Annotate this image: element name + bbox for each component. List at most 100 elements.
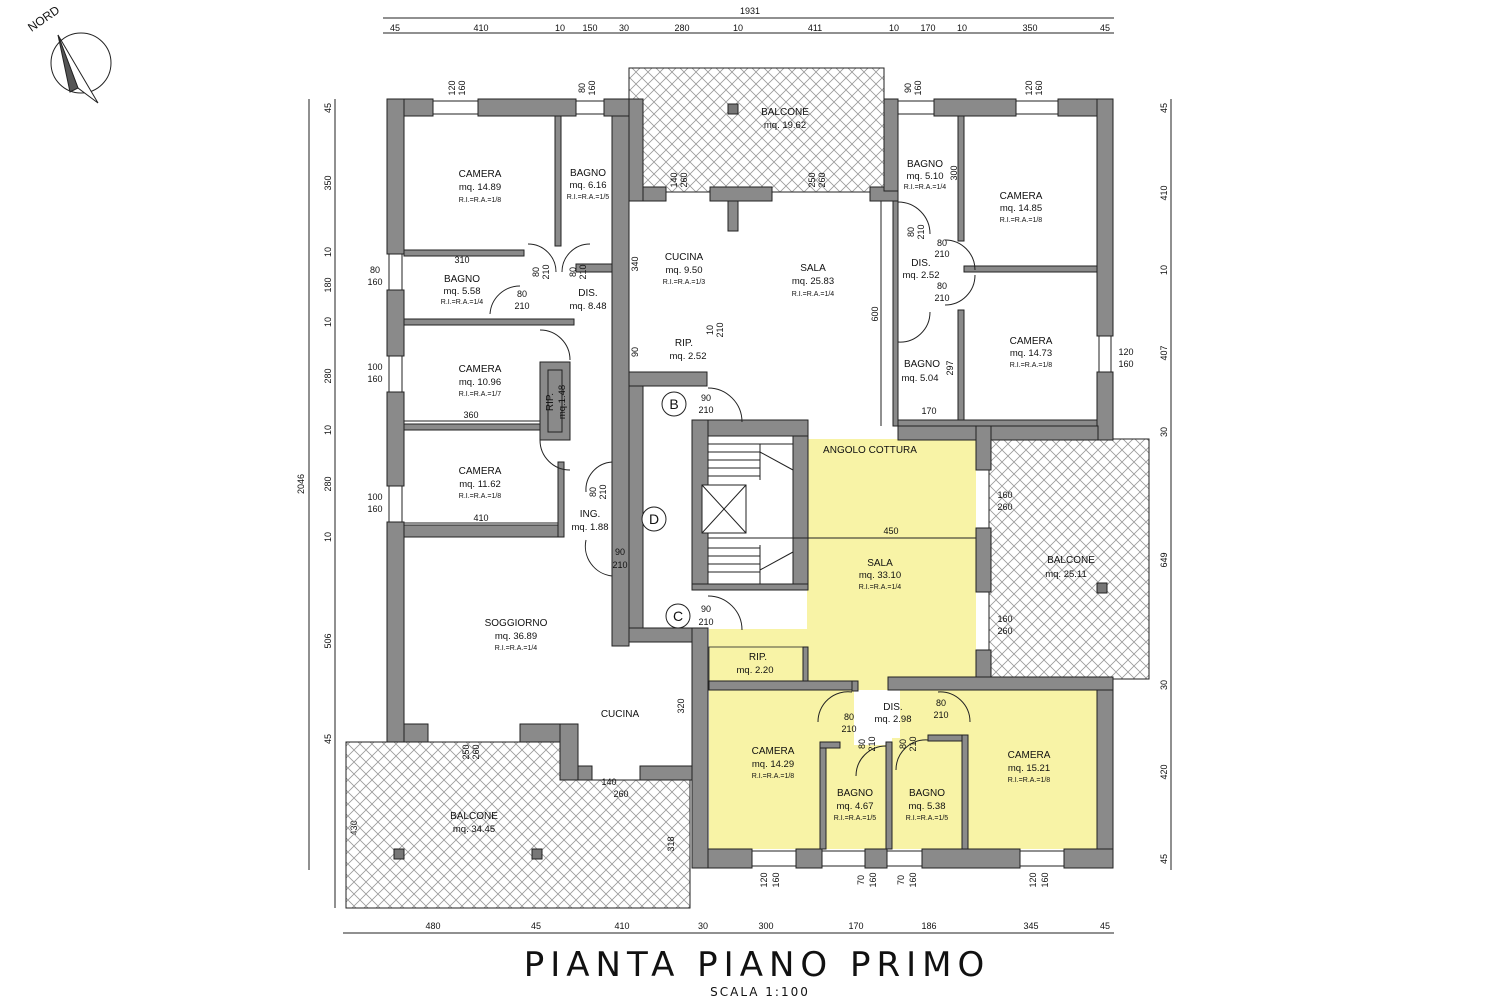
svg-text:186: 186 — [921, 921, 936, 931]
svg-text:BAGNO: BAGNO — [570, 168, 606, 179]
svg-text:120: 120 — [1028, 872, 1038, 887]
svg-text:mq.1.48: mq.1.48 — [557, 385, 568, 419]
svg-text:80: 80 — [568, 267, 578, 277]
svg-text:mq. 2.52: mq. 2.52 — [903, 270, 940, 281]
svg-text:10: 10 — [555, 23, 565, 33]
svg-text:160: 160 — [1118, 359, 1133, 369]
svg-text:mq. 2.52: mq. 2.52 — [670, 351, 707, 362]
inner-dimensions: 310 360 410 340 90 600 297 170 450 320 3… — [404, 165, 976, 852]
svg-text:150: 150 — [582, 23, 597, 33]
svg-text:80: 80 — [937, 281, 947, 291]
marker-b: B — [669, 396, 678, 412]
balcone-south-area — [345, 737, 691, 909]
svg-text:120: 120 — [759, 872, 769, 887]
plan-title: PIANTA PIANO PRIMO — [524, 945, 990, 985]
svg-text:506: 506 — [323, 633, 333, 648]
svg-text:mq. 2.98: mq. 2.98 — [875, 714, 912, 725]
svg-text:BALCONE: BALCONE — [450, 811, 498, 822]
svg-text:320: 320 — [676, 698, 686, 713]
svg-text:210: 210 — [867, 736, 877, 751]
svg-text:70: 70 — [896, 875, 906, 885]
svg-text:411: 411 — [808, 23, 822, 33]
svg-text:407: 407 — [1159, 345, 1169, 360]
svg-text:10: 10 — [733, 23, 743, 33]
svg-text:mq. 14.85: mq. 14.85 — [1000, 203, 1042, 214]
svg-text:45: 45 — [1100, 921, 1110, 931]
svg-text:170: 170 — [848, 921, 863, 931]
svg-text:80: 80 — [857, 739, 867, 749]
windows — [388, 100, 1112, 867]
svg-text:R.I.=R.A.=1/3: R.I.=R.A.=1/3 — [663, 279, 706, 286]
svg-text:SOGGIORNO: SOGGIORNO — [485, 618, 548, 629]
svg-text:BALCONE: BALCONE — [761, 107, 809, 118]
svg-text:mq. 11.62: mq. 11.62 — [459, 479, 501, 490]
svg-text:80: 80 — [937, 238, 947, 248]
svg-text:mq. 14.73: mq. 14.73 — [1010, 348, 1052, 359]
svg-text:10: 10 — [889, 23, 899, 33]
svg-text:210: 210 — [698, 405, 713, 415]
svg-text:10: 10 — [323, 247, 333, 257]
svg-text:120: 120 — [1118, 347, 1133, 357]
svg-text:30: 30 — [1159, 680, 1169, 690]
svg-text:170: 170 — [920, 23, 935, 33]
svg-text:160: 160 — [367, 374, 382, 384]
svg-text:10: 10 — [957, 23, 967, 33]
svg-text:160: 160 — [457, 80, 467, 95]
svg-text:CUCINA: CUCINA — [601, 709, 640, 720]
svg-text:160: 160 — [913, 80, 923, 95]
room-name: CAMERA — [459, 169, 502, 180]
svg-text:45: 45 — [1159, 854, 1169, 864]
svg-text:45: 45 — [390, 23, 400, 33]
svg-text:300: 300 — [949, 165, 959, 180]
dim-total-top: 1931 — [740, 6, 760, 16]
svg-text:210: 210 — [578, 264, 588, 279]
svg-text:R.I.=R.A.=1/8: R.I.=R.A.=1/8 — [1008, 777, 1051, 784]
svg-text:30: 30 — [698, 921, 708, 931]
svg-text:mq. 5.04: mq. 5.04 — [902, 373, 939, 384]
svg-text:410: 410 — [473, 513, 488, 523]
svg-text:120: 120 — [1024, 80, 1034, 95]
svg-text:160: 160 — [997, 614, 1012, 624]
svg-text:90: 90 — [630, 347, 640, 357]
svg-text:10: 10 — [323, 532, 333, 542]
dimension-right: 45 410 10 407 30 649 30 420 45 — [1159, 99, 1172, 870]
svg-text:BAGNO: BAGNO — [909, 788, 945, 799]
svg-text:CAMERA: CAMERA — [1000, 191, 1043, 202]
svg-text:345: 345 — [1023, 921, 1038, 931]
svg-text:R.I.=R.A.=1/4: R.I.=R.A.=1/4 — [441, 299, 484, 306]
svg-text:210: 210 — [541, 264, 551, 279]
svg-text:170: 170 — [921, 406, 936, 416]
svg-text:210: 210 — [598, 484, 608, 499]
svg-text:mq. 19.62: mq. 19.62 — [764, 120, 806, 131]
svg-text:160: 160 — [997, 490, 1012, 500]
svg-text:R.I.=R.A.=1/8: R.I.=R.A.=1/8 — [1010, 362, 1053, 369]
svg-text:mq. 15.21: mq. 15.21 — [1008, 763, 1050, 774]
svg-text:DIS.: DIS. — [883, 702, 902, 713]
svg-text:mq. 10.96: mq. 10.96 — [459, 377, 501, 388]
svg-text:mq. 25.83: mq. 25.83 — [792, 276, 834, 287]
svg-text:30: 30 — [1159, 427, 1169, 437]
svg-text:80: 80 — [936, 698, 946, 708]
svg-text:mq. 36.89: mq. 36.89 — [495, 631, 537, 642]
svg-text:RIP.: RIP. — [545, 393, 556, 411]
markers: B D C — [641, 391, 691, 629]
svg-text:450: 450 — [883, 526, 898, 536]
svg-text:mq. 4.67: mq. 4.67 — [837, 801, 874, 812]
svg-text:250: 250 — [807, 172, 817, 187]
svg-text:210: 210 — [916, 224, 926, 239]
svg-text:CAMERA: CAMERA — [752, 746, 795, 757]
svg-text:340: 340 — [630, 256, 640, 271]
svg-text:80: 80 — [531, 267, 541, 277]
room-ri: R.I.=R.A.=1/8 — [459, 197, 502, 204]
svg-text:R.I.=R.A.=1/5: R.I.=R.A.=1/5 — [834, 815, 877, 822]
svg-text:649: 649 — [1159, 552, 1169, 567]
svg-text:210: 210 — [934, 293, 949, 303]
dimension-left: 2046 45 350 10 180 10 280 10 280 10 506 … — [296, 99, 359, 908]
svg-text:140: 140 — [601, 777, 616, 787]
svg-text:RIP.: RIP. — [675, 338, 693, 349]
svg-text:DIS.: DIS. — [911, 258, 930, 269]
opening-dimensions: 120 160 80 160 140 260 250 260 90 160 12… — [367, 80, 1133, 887]
svg-text:R.I.=R.A.=1/4: R.I.=R.A.=1/4 — [859, 584, 902, 591]
svg-text:410: 410 — [614, 921, 629, 931]
